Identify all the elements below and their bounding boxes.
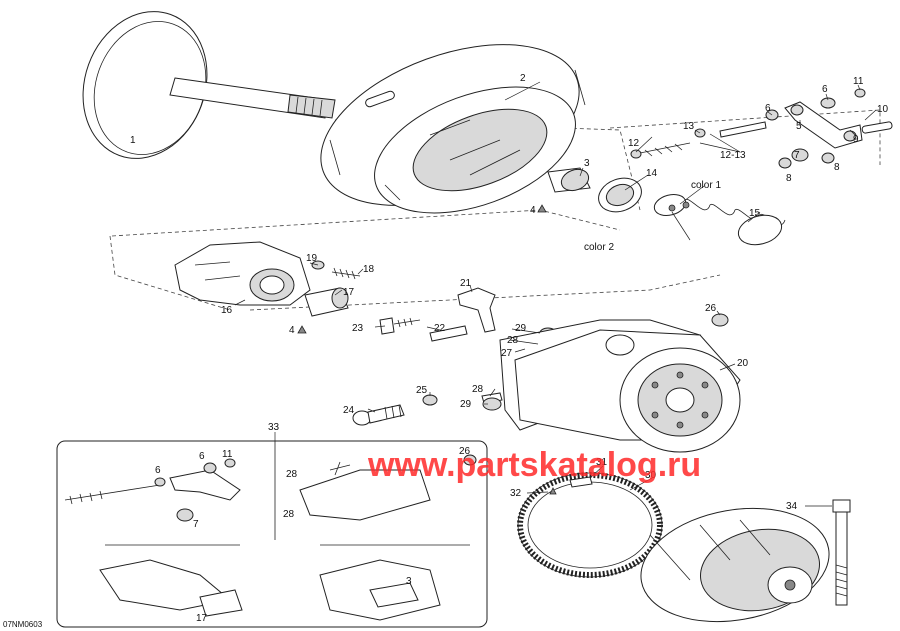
inset-label-6a: 6	[199, 451, 205, 462]
inset-label-26: 26	[459, 446, 471, 457]
label-19: 19	[306, 253, 318, 264]
lube-dot-icon	[297, 325, 307, 334]
label-6a: 6	[765, 103, 771, 114]
label-22: 22	[434, 323, 446, 334]
bushing-17-part	[304, 287, 349, 317]
label-34: 34	[786, 501, 798, 512]
screw-23-part	[379, 317, 421, 335]
assembly-dash-5	[249, 274, 721, 311]
label-4b: 4	[289, 325, 295, 336]
label-11: 11	[853, 76, 864, 87]
label-29a: 29	[515, 323, 527, 334]
label-28b: 28	[472, 384, 484, 395]
label-8a: 8	[786, 173, 792, 184]
label-29b: 29	[460, 399, 472, 410]
inset-label-17: 17	[196, 613, 208, 624]
inset-label-28a: 28	[286, 469, 298, 480]
label-2: 2	[520, 73, 526, 84]
fixed-sheave-part	[82, 11, 336, 159]
label-21: 21	[460, 278, 472, 289]
inset-label-7: 7	[193, 519, 199, 530]
bushing-part	[547, 167, 591, 193]
label-30: 30	[645, 470, 657, 481]
washer-26-part	[711, 313, 729, 327]
label-20: 20	[737, 358, 749, 369]
label-31: 31	[596, 457, 608, 468]
label-32: 32	[510, 488, 522, 499]
label-4a: 4	[530, 205, 536, 216]
label-12: 12	[628, 138, 640, 149]
lube-dot-icon	[537, 204, 547, 213]
label-26: 26	[705, 303, 717, 314]
label-6b: 6	[822, 84, 828, 95]
label-7: 7	[794, 150, 800, 161]
label-14: 14	[646, 168, 658, 179]
lever-21-part	[457, 287, 496, 333]
bolt-24-part	[352, 404, 405, 426]
inset-label-6b: 6	[155, 465, 161, 476]
lever-assembly-part	[630, 88, 893, 169]
inset-box	[56, 432, 488, 628]
callout-labels: 1 2 3 4 14 color 1 15 color 2 12 13 12-1…	[130, 73, 889, 624]
label-23: 23	[352, 323, 364, 334]
label-24: 24	[343, 405, 355, 416]
assembly-dash-4	[111, 209, 621, 237]
label-28a: 28	[507, 335, 519, 346]
label-5: 5	[796, 121, 802, 132]
label-color1: color 1	[691, 180, 721, 191]
spring-part	[653, 193, 786, 246]
label-1: 1	[130, 135, 136, 146]
drum-part	[640, 507, 830, 623]
label-33: 33	[268, 422, 280, 433]
bolt-31-part	[569, 476, 593, 488]
spring-18-part	[331, 267, 361, 280]
label-18: 18	[363, 264, 375, 275]
label-8b: 8	[834, 162, 840, 173]
watermark-text: www.partskatalog.ru	[367, 446, 701, 484]
housing-part	[174, 241, 311, 306]
leader-lines	[234, 81, 877, 507]
label-13: 13	[683, 121, 695, 132]
washer-29b-part	[482, 397, 502, 411]
label-9: 9	[853, 134, 859, 145]
label-3: 3	[584, 158, 590, 169]
inset-label-28b: 28	[283, 509, 295, 520]
diagram-code: 07NM0603	[3, 620, 43, 629]
washer-25-part	[422, 394, 438, 406]
label-25: 25	[416, 385, 428, 396]
inset-label-11: 11	[222, 449, 233, 460]
label-12-13: 12-13	[720, 150, 746, 161]
label-16: 16	[221, 305, 233, 316]
spider-part	[499, 319, 741, 453]
dot-32-part	[549, 487, 557, 495]
label-15: 15	[749, 208, 761, 219]
ring-gear-part	[517, 472, 663, 578]
movable-sheave-part	[320, 44, 586, 214]
long-bolt-part	[832, 499, 851, 606]
inset-label-3: 3	[406, 576, 412, 587]
label-color2: color 2	[584, 242, 614, 253]
pin-22-part	[429, 325, 468, 342]
label-17: 17	[343, 287, 355, 298]
label-27: 27	[501, 348, 513, 359]
assembly-dash-3	[109, 235, 231, 311]
ring-part	[598, 177, 642, 213]
label-10: 10	[877, 104, 889, 115]
